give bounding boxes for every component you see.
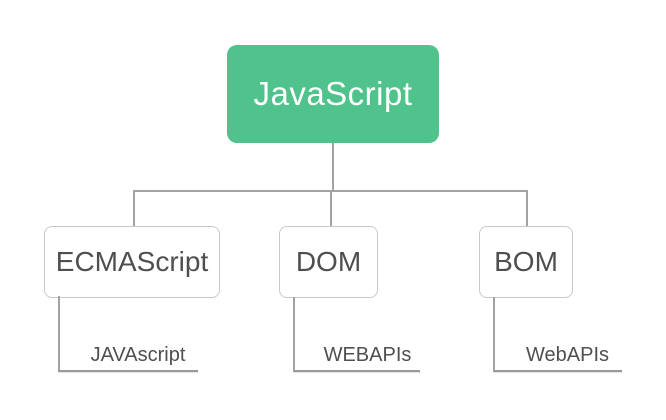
- connector-drop-dom: [330, 190, 332, 226]
- subnode-webapis-bom[interactable]: WebAPIs: [526, 344, 609, 366]
- subnode-webapis-dom[interactable]: WEBAPIs: [323, 344, 412, 366]
- leaf-underline-bom: [493, 370, 622, 372]
- node-javascript[interactable]: JavaScript: [227, 45, 439, 143]
- leaf-underline-ecmascript: [58, 370, 198, 372]
- connector-drop-bom: [526, 190, 528, 226]
- leaf-underline-dom: [293, 370, 420, 372]
- connector-leaf-ecmascript: [58, 296, 60, 372]
- connector-root-vertical: [332, 143, 334, 191]
- connector-leaf-dom: [293, 297, 295, 372]
- subnode-javascript[interactable]: JAVAscript: [90, 344, 186, 366]
- node-ecmascript[interactable]: ECMAScript: [44, 226, 220, 298]
- node-bom[interactable]: BOM: [479, 226, 573, 298]
- connector-drop-ecmascript: [133, 190, 135, 226]
- connector-leaf-bom: [493, 297, 495, 372]
- node-dom[interactable]: DOM: [279, 226, 378, 298]
